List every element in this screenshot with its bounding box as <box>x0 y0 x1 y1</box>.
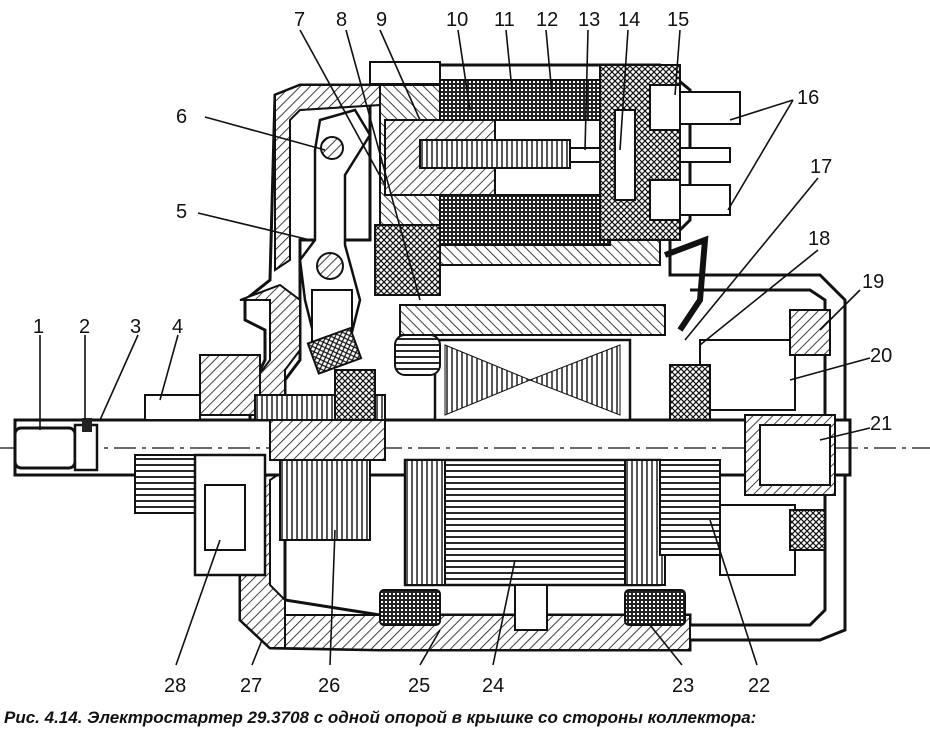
callout-labels: 1 2 3 4 5 6 7 8 9 10 11 12 13 14 15 16 1… <box>33 9 892 697</box>
armature-winding-end-top <box>394 334 441 376</box>
lever-buffer <box>306 326 363 375</box>
brush-holder-top <box>699 339 796 411</box>
pinion-and-overrunning-clutch <box>134 354 386 577</box>
callout-27: 27 <box>240 675 262 697</box>
lever-pivot-top <box>320 136 344 160</box>
drive-bushing <box>144 394 201 421</box>
pole-screw <box>514 584 548 631</box>
connecting-lead <box>663 235 709 332</box>
callout-20: 20 <box>870 345 892 367</box>
solenoid-flange-insulator <box>374 224 441 296</box>
callout-11: 11 <box>494 9 515 31</box>
callout-13: 13 <box>578 9 600 31</box>
callout-8: 8 <box>336 9 347 31</box>
callout-14: 14 <box>618 9 640 31</box>
brush-holder-bottom <box>719 504 796 576</box>
field-coil-right <box>624 589 686 626</box>
callout-9: 9 <box>376 9 387 31</box>
drive-lever <box>298 108 372 375</box>
commutator-end-bushing <box>759 424 831 486</box>
stator-pole-top <box>399 304 666 336</box>
contact-plate <box>614 109 636 201</box>
brush-holder-insulator <box>669 364 711 421</box>
armature-core-bowtie <box>444 344 621 416</box>
shaft-end <box>13 426 77 470</box>
callout-21: 21 <box>870 413 892 435</box>
commutator <box>659 459 721 556</box>
callout-16: 16 <box>797 87 819 109</box>
drive-pinion <box>134 454 196 514</box>
armature-winding-left <box>404 459 446 586</box>
clutch-helical-splines <box>269 419 386 461</box>
callout-1: 1 <box>33 316 44 338</box>
lock-ring <box>82 418 92 432</box>
callout-2: 2 <box>79 316 90 338</box>
housing-top-wall <box>274 84 381 272</box>
armature-and-stator <box>379 304 686 631</box>
starter-cross-section-drawing: 1 2 3 4 5 6 7 8 9 10 11 12 13 14 15 16 1… <box>0 9 930 697</box>
callout-17: 17 <box>810 156 832 178</box>
solenoid-winding-top <box>439 79 611 121</box>
field-coil-left <box>379 589 441 626</box>
figure-caption: Рис. 4.14. Электростартер 29.3708 с одно… <box>4 708 757 727</box>
callout-26: 26 <box>318 675 340 697</box>
callout-5: 5 <box>176 201 187 223</box>
callout-15: 15 <box>667 9 689 31</box>
lever-pivot-axle <box>316 252 344 280</box>
bushing-hatched <box>199 354 261 416</box>
callout-24: 24 <box>482 675 504 697</box>
clutch-thrust-ring <box>334 369 376 421</box>
solenoid-mount-screw <box>369 61 441 85</box>
terminal-nut-bottom <box>649 179 681 221</box>
armature-spring <box>419 139 571 169</box>
callout-18: 18 <box>808 228 830 250</box>
callout-4: 4 <box>172 316 183 338</box>
solenoid-winding-bottom <box>439 194 611 246</box>
callout-28: 28 <box>164 675 186 697</box>
callout-12: 12 <box>536 9 558 31</box>
drive-sleeve <box>279 459 371 541</box>
callout-22: 22 <box>748 675 770 697</box>
solenoid-relay <box>369 61 741 296</box>
terminal-bolt-top <box>679 91 741 125</box>
callout-3: 3 <box>130 316 141 338</box>
clutch-cage <box>204 484 246 551</box>
callout-25: 25 <box>408 675 430 697</box>
callout-19: 19 <box>862 271 884 293</box>
callout-10: 10 <box>446 9 468 31</box>
callout-6: 6 <box>176 106 187 128</box>
commutator-end <box>659 235 836 576</box>
end-cover-screw-top <box>789 309 831 356</box>
callout-7: 7 <box>294 9 305 31</box>
callout-23: 23 <box>672 675 694 697</box>
end-cover-screw-bottom <box>789 509 826 551</box>
leader-lines <box>39 29 871 666</box>
armature-winding-right <box>624 459 666 586</box>
terminal-bolt-bottom <box>679 184 731 216</box>
